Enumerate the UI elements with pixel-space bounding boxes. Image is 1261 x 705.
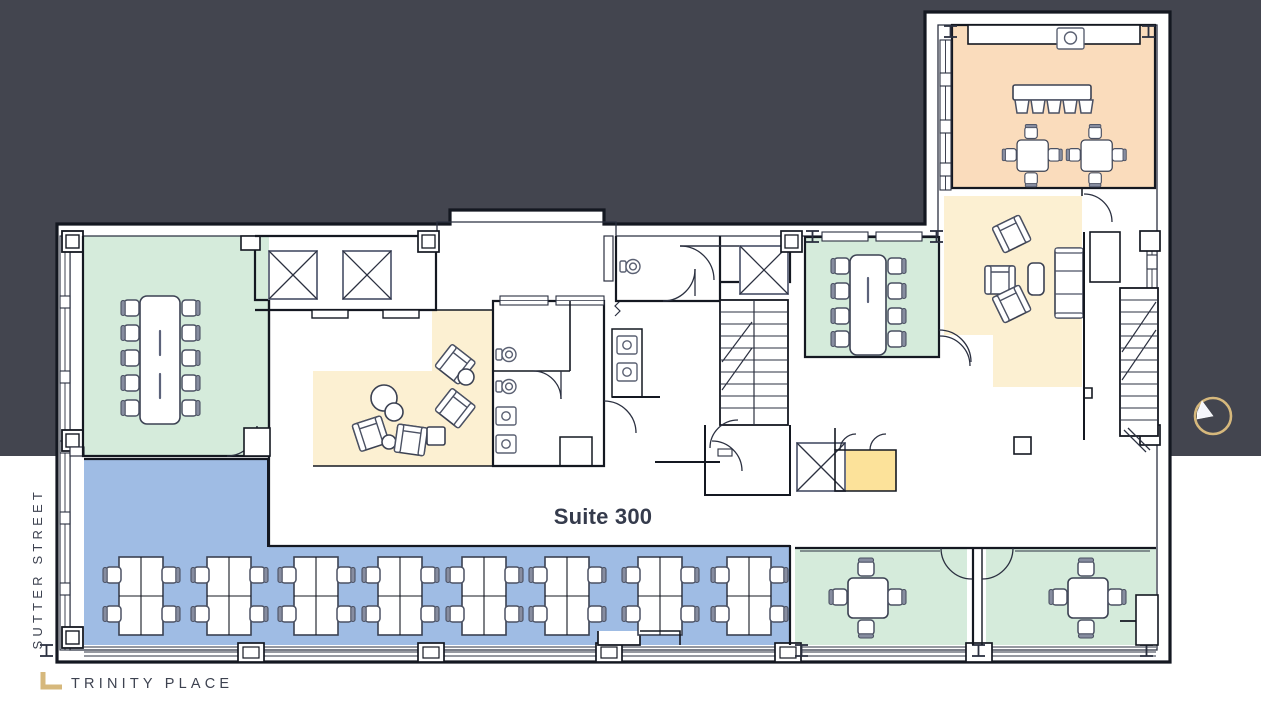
conference-table-northwest [120, 295, 201, 425]
break-room-northeast [939, 23, 1157, 223]
south-curtain-wall [39, 620, 1157, 663]
meeting-rooms-southeast [788, 546, 1159, 646]
street-label-trinity: TRINITY PLACE [71, 676, 234, 692]
conference-room-east [803, 230, 972, 363]
north-vestibule [614, 230, 897, 496]
bar-counter [1012, 84, 1094, 114]
compass-rose-icon[interactable] [1190, 393, 1236, 439]
stair-run-main [719, 299, 789, 426]
room-fills [83, 25, 1156, 645]
conference-table-east [830, 254, 907, 356]
open-workspace-south-fill [84, 459, 790, 645]
lounge-furniture-center [313, 309, 494, 467]
stair-run-east [1089, 231, 1159, 453]
restroom-core [491, 235, 660, 468]
lounge-area-east [939, 214, 1093, 455]
corner-marker-icon [40, 672, 62, 690]
sofa-east [1054, 247, 1084, 319]
west-curtain-wall [59, 230, 85, 651]
street-label-sutter: SUTTER STREET [30, 488, 45, 650]
